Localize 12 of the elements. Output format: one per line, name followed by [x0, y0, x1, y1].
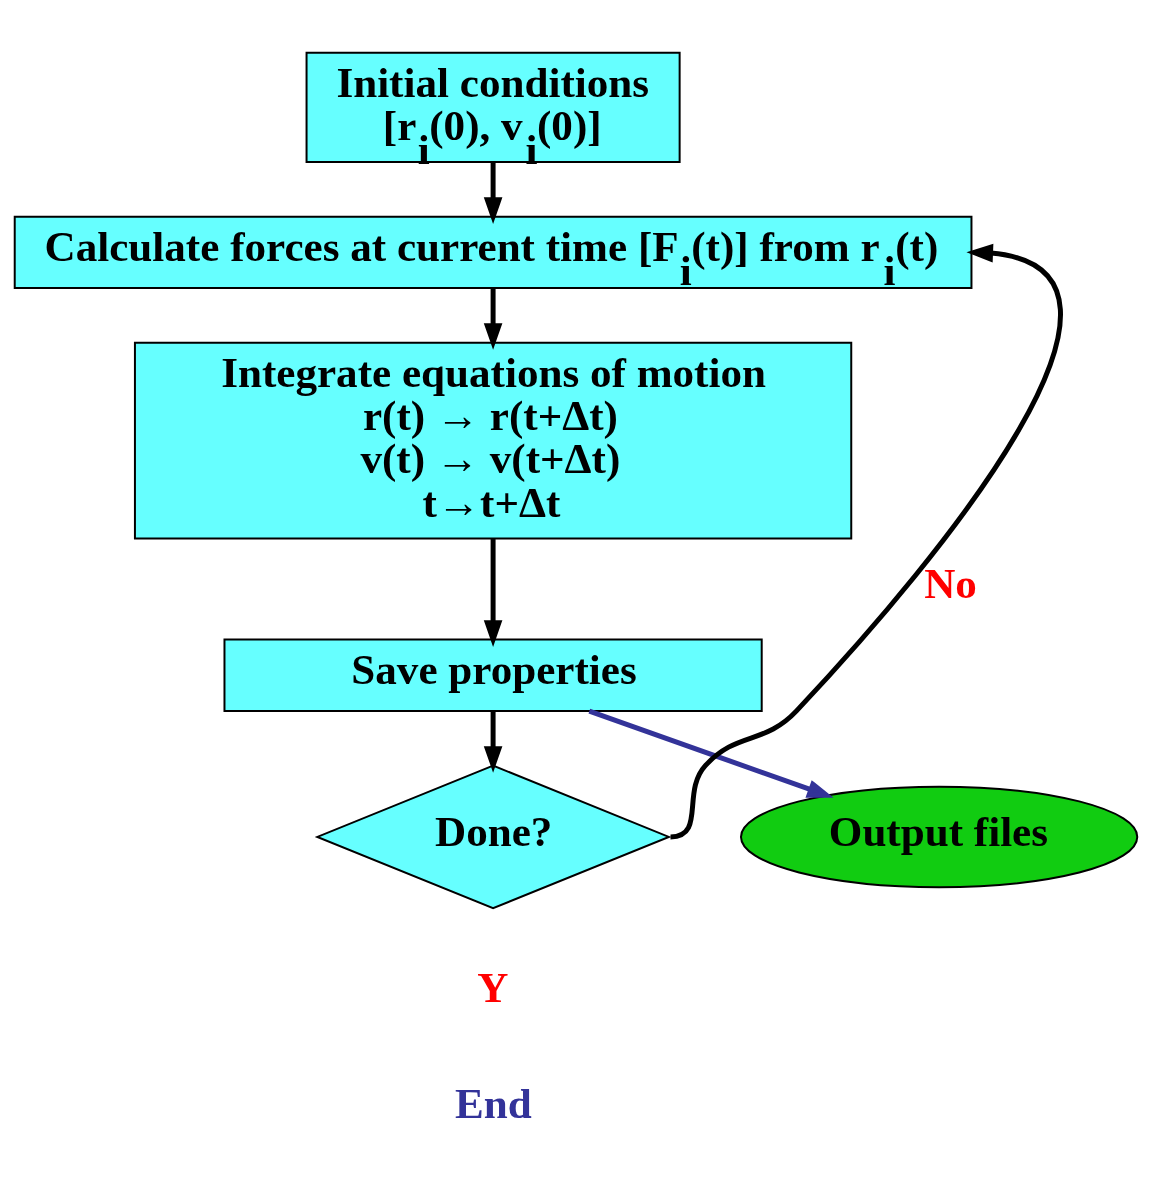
arrow: [483, 162, 503, 224]
arrow: [588, 708, 834, 798]
node-diamond: Done?: [314, 764, 672, 909]
arrow: [483, 538, 503, 647]
node-ellipse: Output files: [740, 785, 1139, 888]
arrow: [483, 287, 503, 350]
node-box: Save properties: [223, 638, 763, 712]
label: End: [454, 1079, 532, 1127]
arrow: [483, 710, 503, 773]
edge-label: No: [924, 559, 977, 607]
label: Y: [477, 963, 509, 1011]
node-box: Integrate equations of motion r(t) → r(t+Δt) v(t) → v(t+Δt) t→t+Δt: [133, 341, 853, 539]
